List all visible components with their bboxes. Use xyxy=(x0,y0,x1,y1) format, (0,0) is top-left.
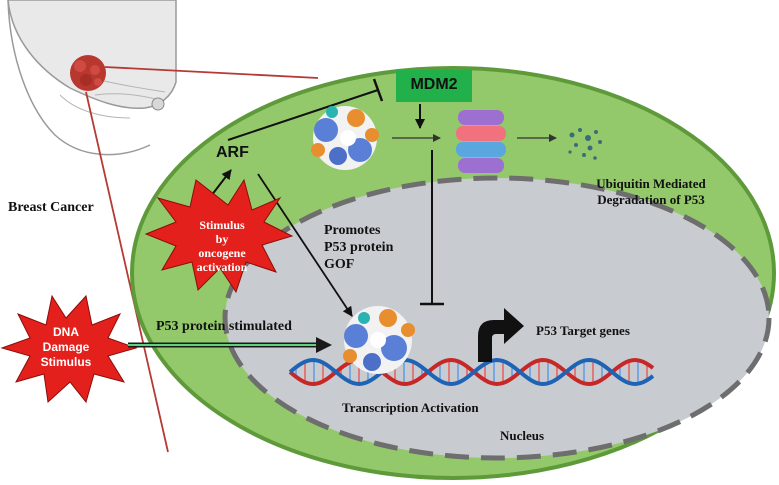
dna-damage-stimulus-label: DNA Damage Stimulus xyxy=(30,325,102,370)
ubiquitin-label: Ubiquitin Mediated Degradation of P53 xyxy=(576,176,726,208)
arf-inhibits-mdm2-line xyxy=(227,89,379,141)
dna-line-3: Stimulus xyxy=(40,355,92,369)
dna-damage-starburst-icon xyxy=(0,294,138,404)
transcription-activation-label: Transcription Activation xyxy=(342,400,479,415)
nucleus-label: Nucleus xyxy=(500,428,545,443)
breast-cancer-label: Breast Cancer xyxy=(8,200,94,215)
degraded-fragments-icon xyxy=(568,128,602,160)
dna-damage-to-p53-arrow xyxy=(128,337,332,353)
dna-strand-blue xyxy=(288,357,655,387)
mdm2-label: MDM2 xyxy=(410,76,458,93)
dna-line-1: DNA xyxy=(53,325,79,339)
promotes-line-2: P53 protein xyxy=(324,240,394,255)
promotes-line-3: GOF xyxy=(324,257,355,272)
oncogene-stimulus-label: Stimulus by oncogene activation xyxy=(176,218,268,274)
tumor-icon xyxy=(70,55,106,91)
oncogene-line-4: activation xyxy=(196,260,248,274)
proteasome-icon xyxy=(456,110,506,173)
promotes-gof-label: Promotes P53 protein GOF xyxy=(324,222,393,273)
dna-line-2: Damage xyxy=(42,340,90,354)
bent-arrow-icon xyxy=(478,308,524,362)
arf-to-p53-arrow xyxy=(257,173,353,317)
connector-line-top xyxy=(104,66,319,79)
p53-stimulated-label: P53 protein stimulated xyxy=(156,319,292,334)
ubiquitin-line-1: Ubiquitin Mediated xyxy=(596,176,706,191)
oncogene-line-1: Stimulus xyxy=(199,218,245,232)
ubiquitin-line-2: Degradation of P53 xyxy=(597,192,705,207)
mdm2-box xyxy=(396,70,472,102)
arf-label: ARF xyxy=(216,144,249,161)
p53-bound-protein-icon xyxy=(343,306,415,374)
p53-protein-icon xyxy=(311,106,379,170)
connector-line-bottom xyxy=(85,91,169,453)
promotes-line-1: Promotes xyxy=(324,223,381,238)
oncogene-line-2: by xyxy=(215,232,229,246)
nucleus-membrane xyxy=(222,175,772,461)
oncogene-line-3: oncogene xyxy=(198,246,246,260)
inhibition-bar xyxy=(372,78,384,102)
p53-target-genes-label: P53 Target genes xyxy=(536,323,630,338)
oncogene-starburst-icon xyxy=(144,178,294,294)
breast-illustration-icon xyxy=(7,0,177,156)
